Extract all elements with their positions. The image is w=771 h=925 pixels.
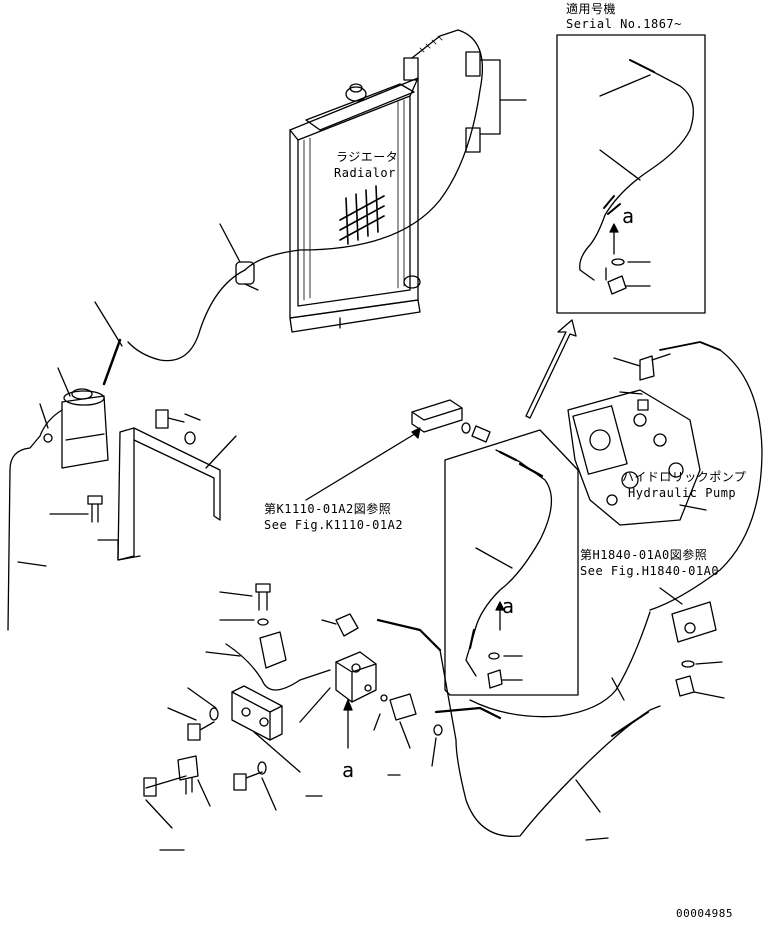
radiator-label-jp: ラジエータ bbox=[336, 150, 399, 164]
detail-marker-a-serial: a bbox=[622, 204, 635, 228]
applicable-machine-label: 適用号機 bbox=[566, 2, 617, 16]
reference-k1110-jp: 第K1110-01A2図参照 bbox=[264, 502, 392, 516]
pump-label-jp: ハイドロリックポンプ bbox=[622, 470, 747, 484]
serial-number-label: Serial No.1867~ bbox=[566, 17, 682, 31]
radiator-label-en: Radialor bbox=[334, 166, 396, 180]
detail-marker-a-hose: a bbox=[502, 594, 515, 618]
reference-h1840-en: See Fig.H1840-01A0 bbox=[580, 564, 720, 578]
reference-h1840-jp: 第H1840-01A0図参照 bbox=[580, 548, 708, 562]
reference-k1110-en: See Fig.K1110-01A2 bbox=[264, 518, 404, 532]
reserve-tank-drawing bbox=[7, 338, 237, 631]
valve-assembly-drawing bbox=[17, 513, 609, 851]
pump-label-en: Hydraulic Pump bbox=[628, 486, 737, 500]
radiator-drawing bbox=[94, 29, 527, 362]
drawing-number: 00004985 bbox=[676, 907, 733, 920]
serial-detail-drawing bbox=[525, 34, 706, 419]
hose-assembly-drawing bbox=[305, 399, 725, 837]
detail-marker-a-valve: a bbox=[342, 758, 355, 782]
hydraulic-pump-drawing bbox=[567, 341, 763, 611]
